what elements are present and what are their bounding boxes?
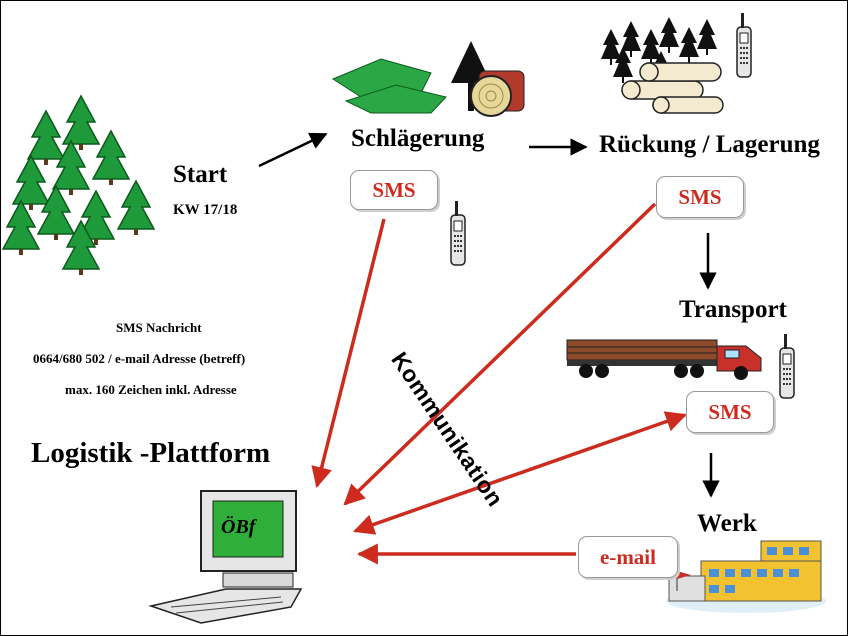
forest-illustration	[2, 95, 155, 276]
sms-info-title: SMS Nachricht	[116, 320, 202, 335]
felling-illustration	[331, 41, 525, 117]
sms-info-line2: max. 160 Zeichen inkl. Adresse	[65, 382, 237, 397]
sms-badge: SMS	[686, 391, 774, 433]
computer-illustration	[148, 490, 303, 624]
week-label: KW 17/18	[173, 202, 238, 218]
felling-label: Schlägerung	[351, 125, 485, 152]
mobile-phone-icon	[736, 12, 752, 78]
monitor-screen-label: ÖBf	[221, 516, 256, 538]
communication-arrow	[353, 411, 687, 535]
mobile-phone-icon	[779, 333, 795, 399]
plant-label: Werk	[697, 510, 757, 537]
communication-arrow	[311, 218, 386, 489]
platform-title: Logistik -Plattform	[31, 437, 271, 469]
log-pile-illustration	[601, 17, 724, 114]
sms-badge: SMS	[656, 176, 744, 218]
truck-illustration	[566, 339, 762, 380]
skidding-label: Rückung / Lagerung	[599, 131, 820, 158]
transport-label: Transport	[679, 296, 787, 323]
email-badge: e-mail	[578, 536, 678, 578]
mobile-phone-icon	[450, 200, 466, 266]
start-label: Start	[173, 161, 228, 188]
sms-badge: SMS	[350, 170, 438, 210]
factory-illustration	[666, 540, 826, 613]
sms-info-line1: 0664/680 502 / e-mail Adresse (betreff)	[33, 351, 246, 366]
flow-arrow	[258, 132, 328, 168]
